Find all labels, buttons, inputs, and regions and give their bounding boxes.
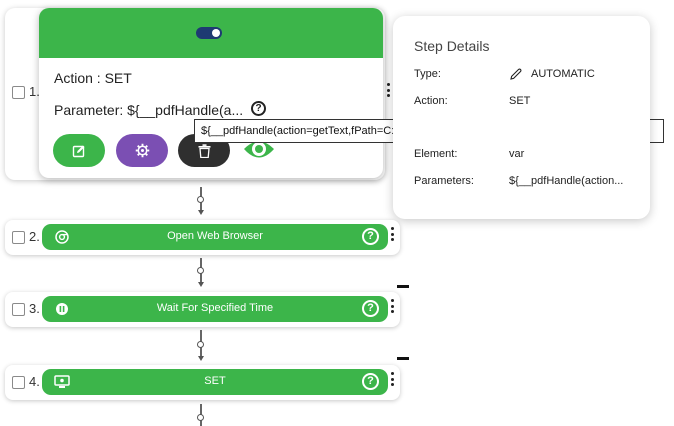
action-label: Action : SET xyxy=(54,70,132,86)
details-element-value: var xyxy=(509,148,525,160)
connector-node xyxy=(197,414,204,421)
details-type-value: AUTOMATIC xyxy=(531,68,595,80)
details-action-value: SET xyxy=(509,95,531,107)
step-details-panel: Step Details Type: AUTOMATIC Action: SET… xyxy=(393,16,650,219)
step-4-menu-icon[interactable] xyxy=(390,372,394,386)
connector-arrow xyxy=(198,356,204,361)
step-1-checkbox[interactable] xyxy=(12,86,25,99)
step-1-number: 1. xyxy=(29,84,40,99)
parameter-label: Parameter: ${__pdfHandle(a... xyxy=(54,102,244,118)
view-step-button[interactable] xyxy=(241,136,277,168)
collapse-marker xyxy=(397,357,409,360)
step-3-help-icon[interactable]: ? xyxy=(362,300,379,317)
step-4-row: 4. SET ? xyxy=(5,365,400,400)
connector-arrow xyxy=(198,210,204,215)
step-2-pill[interactable]: Open Web Browser ? xyxy=(42,224,388,250)
step-3-row: 3. Wait For Specified Time ? xyxy=(5,292,400,327)
step-3-menu-icon[interactable] xyxy=(390,299,394,313)
chrome-icon xyxy=(54,229,70,245)
step-4-label: SET xyxy=(204,375,226,387)
step-2-row: 2. Open Web Browser ? xyxy=(5,220,400,255)
connector-node xyxy=(197,267,204,274)
pause-icon xyxy=(54,301,70,317)
step-3-pill[interactable]: Wait For Specified Time ? xyxy=(42,296,388,322)
toggle-knob xyxy=(212,29,220,37)
parameter-help-icon[interactable]: ? xyxy=(251,101,266,116)
step-3-checkbox[interactable] xyxy=(12,303,25,316)
step-4-checkbox[interactable] xyxy=(12,376,25,389)
step-1-menu-icon[interactable] xyxy=(386,83,390,97)
details-type-label: Type: xyxy=(414,68,441,80)
step-2-checkbox[interactable] xyxy=(12,231,25,244)
step-2-label: Open Web Browser xyxy=(167,230,263,242)
step-3-number: 3. xyxy=(29,301,40,316)
step-4-number: 4. xyxy=(29,374,40,389)
connector-node xyxy=(197,341,204,348)
connector-arrow xyxy=(198,282,204,287)
details-parameters-value: ${__pdfHandle(action... xyxy=(509,175,624,187)
connector-node xyxy=(197,196,204,203)
edit-step-button[interactable] xyxy=(53,134,105,167)
settings-step-button[interactable] xyxy=(116,134,168,167)
step-enabled-toggle[interactable] xyxy=(196,27,222,39)
pencil-icon xyxy=(510,68,522,80)
step-2-menu-icon[interactable] xyxy=(390,227,394,241)
monitor-icon xyxy=(54,374,70,390)
step-2-number: 2. xyxy=(29,229,40,244)
step-2-help-icon[interactable]: ? xyxy=(362,228,379,245)
step-3-label: Wait For Specified Time xyxy=(156,302,274,314)
edit-icon xyxy=(72,145,85,157)
details-title: Step Details xyxy=(414,38,490,54)
eye-icon xyxy=(244,141,274,158)
details-parameters-label: Parameters: xyxy=(414,175,474,187)
step-4-help-icon[interactable]: ? xyxy=(362,373,379,390)
collapse-marker xyxy=(397,285,409,288)
step-1-action-card: Action : SET Parameter: ${__pdfHandle(a.… xyxy=(39,8,383,178)
details-element-label: Element: xyxy=(414,148,458,160)
trash-icon xyxy=(198,143,210,158)
gear-icon xyxy=(135,143,149,158)
details-action-label: Action: xyxy=(414,95,448,107)
step-4-pill[interactable]: SET ? xyxy=(42,369,388,395)
card-header xyxy=(39,8,383,58)
